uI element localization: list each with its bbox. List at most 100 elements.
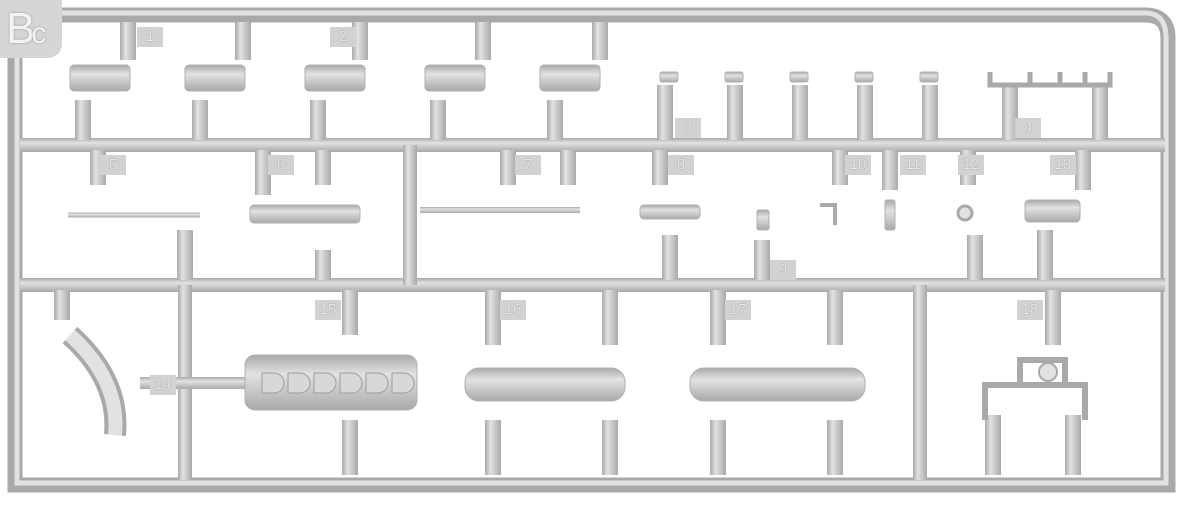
runner — [560, 150, 576, 185]
part-number-tag-16: 16 — [500, 300, 526, 320]
runner — [235, 22, 251, 60]
runner — [832, 150, 848, 185]
part-number-tag-18: 18 — [1017, 300, 1043, 320]
part-number-tag-9: 9 — [770, 260, 796, 280]
runner — [727, 85, 743, 140]
part-17 — [689, 367, 866, 402]
runner — [192, 100, 208, 140]
runner — [75, 100, 91, 140]
runner — [20, 278, 1165, 292]
runner — [342, 420, 358, 475]
part-16 — [464, 367, 626, 402]
runner — [54, 290, 70, 320]
outer-runner-highlight — [14, 10, 1169, 486]
cylinder-port — [287, 372, 311, 394]
runner — [485, 290, 501, 345]
part-number-tag-5: 5 — [100, 155, 126, 175]
runner — [1037, 230, 1053, 280]
engine-part-5 — [539, 64, 601, 92]
engine-part-3 — [304, 64, 366, 92]
runner — [827, 290, 843, 345]
part-18-hub — [1038, 362, 1058, 382]
runner — [500, 150, 516, 185]
small-part-4 — [854, 71, 874, 83]
runner — [967, 235, 983, 280]
cylinder-port — [313, 372, 337, 394]
runner — [403, 145, 417, 285]
runner — [602, 290, 618, 345]
runner — [592, 22, 608, 60]
part-number-tag-12: 12 — [958, 155, 984, 175]
part-number-tag-10: 10 — [845, 155, 871, 175]
part-9 — [756, 209, 770, 231]
part-13 — [1024, 199, 1081, 223]
runner — [1065, 415, 1081, 475]
runner — [913, 285, 927, 480]
runner — [255, 150, 271, 195]
runner — [792, 85, 808, 140]
part-number-tag-1: 1 — [137, 27, 163, 47]
runner — [1045, 290, 1061, 345]
runner — [485, 420, 501, 475]
runner — [652, 150, 668, 185]
sprue-sub-letter: c — [31, 17, 46, 50]
part-8 — [639, 204, 701, 220]
small-part-1 — [659, 71, 679, 83]
part-11 — [884, 199, 896, 231]
runner — [602, 420, 618, 475]
runner — [922, 85, 938, 140]
runner — [310, 100, 326, 140]
engine-part-4 — [424, 64, 486, 92]
runner — [1002, 85, 1018, 140]
engine-part-1 — [69, 64, 131, 92]
runner — [420, 207, 580, 213]
sprue-code-logo: Bc — [0, 0, 62, 58]
part-number-tag-7: 7 — [515, 155, 541, 175]
rack-part — [987, 72, 1113, 88]
runner — [710, 290, 726, 345]
runner — [1092, 85, 1108, 140]
small-part-2 — [724, 71, 744, 83]
runner — [177, 230, 193, 280]
runner — [985, 415, 1001, 475]
cylinder-port — [391, 372, 415, 394]
part-14-curve-hl — [65, 329, 123, 436]
part-number-tag-8: 8 — [668, 155, 694, 175]
runner — [315, 250, 331, 280]
sprue-letter: B — [6, 4, 35, 53]
cylinder-port — [365, 372, 389, 394]
runner — [662, 235, 678, 280]
small-part-5 — [919, 71, 939, 83]
engine-part-2 — [184, 64, 246, 92]
runner — [68, 212, 200, 218]
runner — [547, 100, 563, 140]
runner — [754, 240, 770, 280]
runner — [710, 420, 726, 475]
cylinder-port — [339, 372, 363, 394]
part-number-tag-6: 6 — [268, 155, 294, 175]
frame-part-6 — [249, 204, 361, 224]
part-number-tag-13: 13 — [1050, 155, 1076, 175]
part-number-tag-4: 4 — [1015, 118, 1041, 138]
part-number-tag-2: 2 — [330, 27, 356, 47]
runner — [315, 150, 331, 185]
part-12 — [956, 204, 974, 222]
runner — [827, 420, 843, 475]
runner — [20, 138, 1165, 152]
part-number-tag-17: 17 — [725, 300, 751, 320]
runner — [475, 22, 491, 60]
part-number-tag-3: 3 — [675, 118, 701, 138]
runner — [120, 22, 136, 60]
runner — [352, 22, 368, 60]
part-10 — [820, 203, 837, 225]
runner — [1075, 150, 1091, 190]
runner — [342, 290, 358, 335]
part-number-tag-14: 14 — [150, 375, 176, 395]
runner — [430, 100, 446, 140]
runner — [657, 85, 673, 140]
part-number-tag-11: 11 — [900, 155, 926, 175]
runner — [882, 150, 898, 190]
part-18 — [982, 357, 1088, 420]
